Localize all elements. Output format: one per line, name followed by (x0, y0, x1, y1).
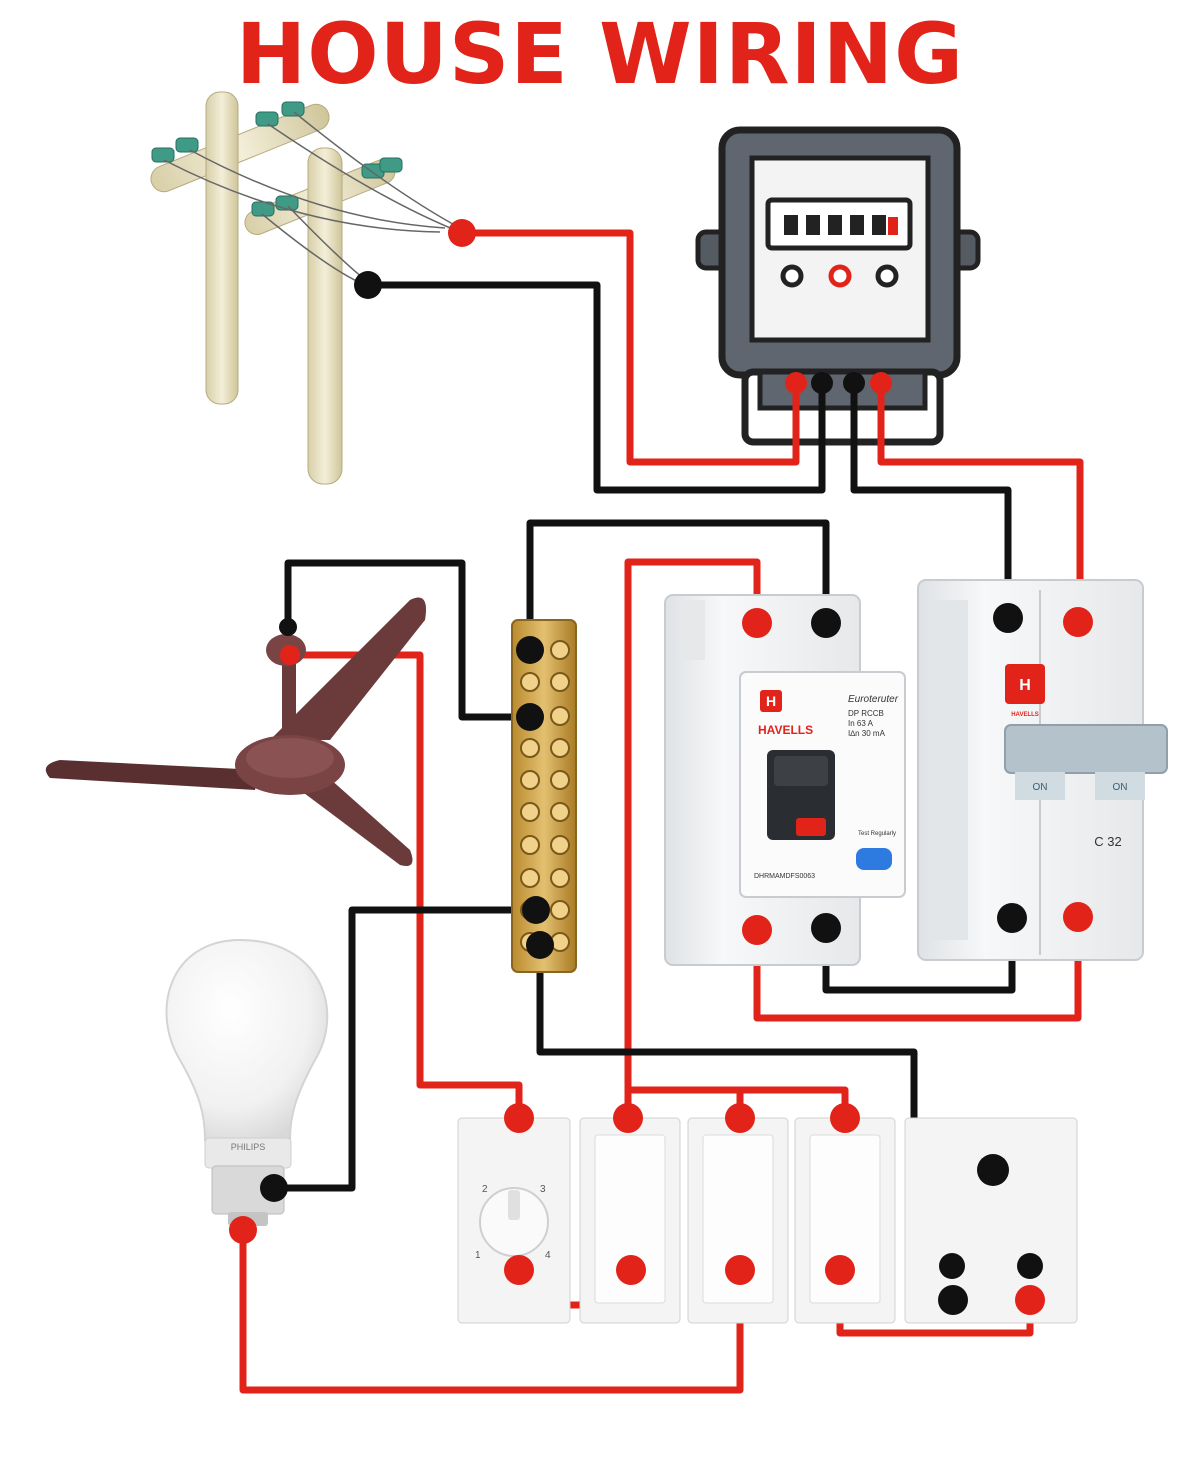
mcb-switch-label-1: ON (1033, 782, 1048, 793)
mcb-switch-label-2: ON (1113, 782, 1128, 793)
mcb-rating: C 32 (1094, 834, 1121, 849)
electric-pole-icon (150, 91, 461, 485)
regulator-label-1: 1 (475, 1250, 481, 1261)
rccb-part-no: DHRMAMDFS0063 (754, 873, 815, 880)
switch-icon-3 (794, 1117, 896, 1324)
svg-text:H: H (766, 693, 776, 709)
rccb-test-label: Test Regularly (858, 831, 896, 837)
switch-icon-2 (687, 1117, 789, 1324)
socket-icon (904, 1117, 1078, 1324)
switch-icon-1 (579, 1117, 681, 1324)
ceiling-fan-icon (45, 597, 426, 866)
rccb-model: Euroteruter (848, 694, 899, 705)
mcb-icon: H HAVELLS ON ON C 32 (917, 579, 1168, 961)
regulator-label-4: 4 (545, 1250, 551, 1261)
energy-meter-icon (695, 126, 981, 446)
rccb-brand: HAVELLS (758, 723, 813, 737)
rccb-spec-1: DP RCCB (848, 709, 884, 718)
rccb-spec-2: In 63 A (848, 719, 874, 728)
rccb-icon: H HAVELLS Euroteruter DP RCCB In 63 A I∆… (664, 594, 906, 966)
light-bulb-icon: PHILIPS (165, 938, 329, 1226)
regulator-label-3: 3 (540, 1184, 546, 1195)
mcb-brand: HAVELLS (1011, 712, 1039, 718)
regulator-label-2: 2 (482, 1184, 488, 1195)
svg-text:H: H (1019, 677, 1031, 694)
neutral-wires (274, 281, 1016, 1314)
rccb-spec-3: I∆n 30 mA (848, 729, 886, 738)
diagram-title: HOUSE WIRING (235, 5, 965, 103)
bulb-brand: PHILIPS (231, 1142, 266, 1152)
phase-terminals (229, 219, 1093, 1315)
neutral-terminals (260, 271, 1027, 1315)
fan-regulator-icon: 2 3 1 4 0 (457, 1117, 571, 1324)
